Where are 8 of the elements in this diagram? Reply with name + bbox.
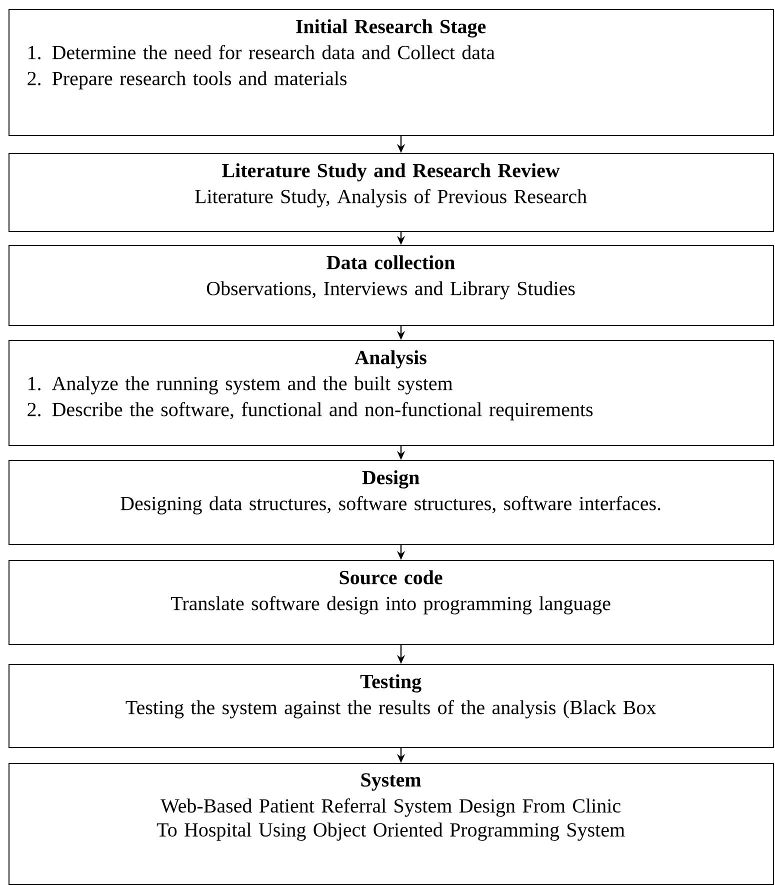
process-box: Data collection Observations, Interviews and Library Studies: [8, 245, 774, 326]
process-box: Literature Study and Research Review Literature Study, Analysis of Previous Research: [8, 153, 774, 232]
process-box: System Web-Based Patient Referral System Design From Clinic To Hospital Using Object Oriented Programming System: [8, 763, 774, 885]
process-box: Analysis 1. Analyze the running system and the built system 2. Describe the software, functional and non-functional requirements: [8, 340, 774, 446]
process-box: Design Designing data structures, software structures, software interfaces.: [8, 460, 774, 545]
process-box: Initial Research Stage 1. Determine the need for research data and Collect data 2. Prepare research tools and materials: [8, 9, 774, 136]
process-box: Testing Testing the system against the results of the analysis (Black Box: [8, 664, 774, 748]
process-box: Source code Translate software design into programming language: [8, 560, 774, 645]
